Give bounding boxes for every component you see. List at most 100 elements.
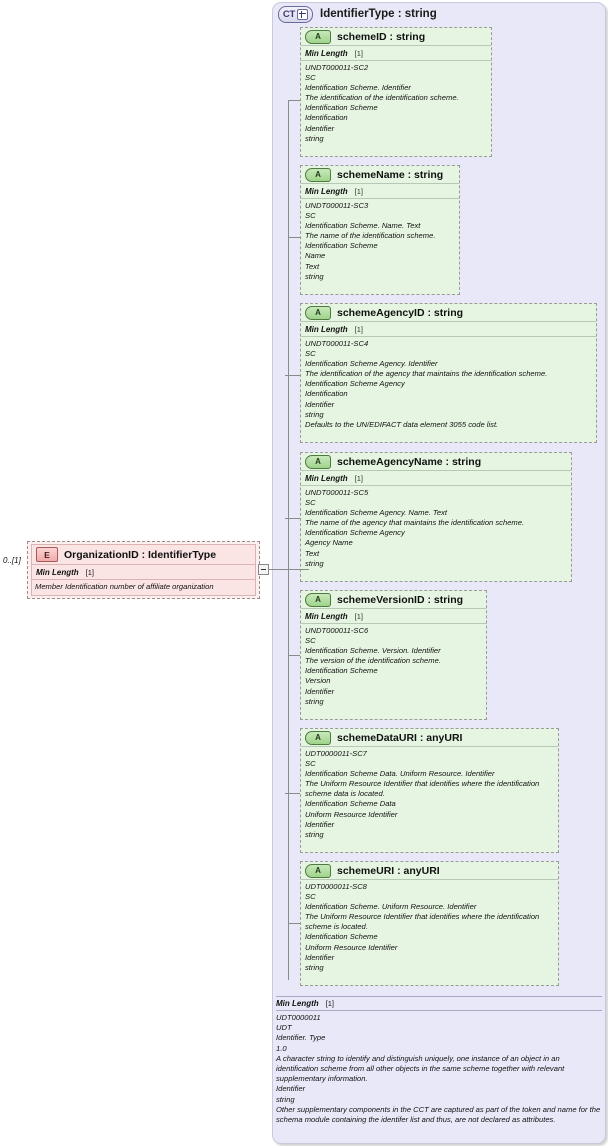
element-badge: E bbox=[36, 547, 58, 562]
doc-line: UNDT000011-SC2 bbox=[305, 63, 369, 72]
attribute-badge-label: A bbox=[315, 595, 321, 604]
doc-line: Identifier bbox=[305, 123, 335, 133]
doc-line: Agency Name bbox=[305, 538, 353, 548]
facet-name: Min Length bbox=[36, 567, 79, 577]
attribute-box-schemeagencyname[interactable]: A schemeAgencyName : string Min Length [… bbox=[300, 452, 572, 582]
attribute-badge-label: A bbox=[315, 308, 321, 317]
doc-line: string bbox=[305, 962, 324, 972]
doc-line: SC bbox=[305, 892, 316, 902]
facet-name: Min Length bbox=[305, 611, 348, 621]
expand-collapse-toggle[interactable] bbox=[258, 564, 269, 575]
doc-line: UDT0000011 bbox=[276, 1013, 321, 1022]
doc-line: Identification Scheme bbox=[305, 103, 378, 113]
doc-line: The identification of the agency that ma… bbox=[305, 369, 548, 379]
doc-line: Defaults to the UN/EDIFACT data element … bbox=[305, 419, 499, 429]
doc-line: Identification Scheme Agency. Name. Text bbox=[305, 508, 447, 518]
attribute-badge: A bbox=[305, 305, 331, 320]
attribute-box-schemedatauri[interactable]: A schemeDataURI : anyURI UDT0000011-SC7 … bbox=[300, 728, 559, 853]
doc-line: The identification of the identification… bbox=[305, 93, 459, 103]
doc-line: The Uniform Resource Identifier that ide… bbox=[305, 912, 540, 932]
attribute-header: A schemeVersionID : string bbox=[301, 591, 486, 609]
facet-value: [1] bbox=[354, 324, 363, 334]
attribute-title: schemeURI : anyURI bbox=[337, 864, 440, 877]
doc-line: Other supplementary components in the CC… bbox=[276, 1104, 601, 1125]
doc-line: The version of the identification scheme… bbox=[305, 656, 441, 666]
complex-type-title: IdentifierType : string bbox=[320, 8, 437, 20]
doc-line: Uniform Resource Identifier bbox=[305, 942, 398, 952]
attribute-badge-label: A bbox=[315, 32, 321, 41]
facet-name: Min Length bbox=[276, 999, 319, 1008]
doc-line: UNDT000011-SC5 bbox=[305, 488, 369, 497]
facet-value: [1] bbox=[354, 611, 363, 621]
attribute-box-schemeid[interactable]: A schemeID : string Min Length [1] UNDT0… bbox=[300, 27, 492, 157]
facet-name: Min Length bbox=[305, 48, 348, 58]
doc-line: Identification Scheme bbox=[305, 666, 378, 676]
doc-line: SC bbox=[305, 498, 316, 508]
doc-line: Identification Scheme bbox=[305, 241, 378, 251]
facet-value: [1] bbox=[354, 473, 363, 483]
attribute-title: schemeVersionID : string bbox=[337, 593, 464, 606]
attribute-header: A schemeDataURI : anyURI bbox=[301, 729, 558, 747]
attribute-title: schemeID : string bbox=[337, 30, 426, 43]
element-facet: Min Length [1] bbox=[32, 565, 255, 580]
doc-line: Identification Scheme Agency bbox=[305, 528, 405, 538]
doc-line: A character string to identify and disti… bbox=[276, 1053, 565, 1084]
attribute-documentation: UNDT000011-SC4 SC Identification Scheme … bbox=[301, 337, 596, 433]
attribute-header: A schemeAgencyID : string bbox=[301, 304, 596, 322]
complex-type-facet: Min Length [1] bbox=[276, 996, 602, 1011]
attribute-header: A schemeName : string bbox=[301, 166, 459, 184]
doc-line: Identification Scheme bbox=[305, 932, 378, 942]
attribute-box-schemeagencyid[interactable]: A schemeAgencyID : string Min Length [1]… bbox=[300, 303, 597, 443]
attribute-header: A schemeURI : anyURI bbox=[301, 862, 558, 880]
doc-line: Identification Scheme Agency. Identifier bbox=[305, 359, 438, 369]
doc-line: string bbox=[305, 558, 324, 568]
doc-line: Identification Scheme. Version. Identifi… bbox=[305, 646, 441, 656]
plus-icon[interactable] bbox=[297, 8, 309, 20]
doc-line: Text bbox=[305, 548, 320, 558]
doc-line: Identifier bbox=[305, 399, 335, 409]
doc-line: Identifier bbox=[276, 1084, 306, 1094]
element-box-organizationid[interactable]: E OrganizationID : IdentifierType Min Le… bbox=[31, 544, 256, 596]
attribute-title: schemeDataURI : anyURI bbox=[337, 731, 463, 744]
complex-type-badge[interactable]: CT bbox=[278, 5, 313, 23]
attribute-tree-trunk bbox=[288, 100, 289, 980]
attribute-badge-label: A bbox=[315, 457, 321, 466]
attribute-tree-stub bbox=[288, 100, 300, 101]
attribute-tree-stub bbox=[288, 655, 300, 656]
cardinality-label: 0..[1] bbox=[3, 556, 21, 565]
doc-line: string bbox=[305, 696, 324, 706]
attribute-title: schemeName : string bbox=[337, 168, 444, 181]
attribute-box-schemeuri[interactable]: A schemeURI : anyURI UDT0000011-SC8 SC I… bbox=[300, 861, 559, 986]
doc-line: Identifier bbox=[305, 952, 335, 962]
attribute-tree-stub bbox=[285, 375, 300, 376]
attribute-documentation: UNDT000011-SC3 SC Identification Scheme.… bbox=[301, 199, 459, 285]
attribute-badge: A bbox=[305, 167, 331, 182]
doc-line: Identification bbox=[305, 389, 348, 399]
doc-line: SC bbox=[305, 349, 316, 359]
attribute-badge: A bbox=[305, 863, 331, 878]
doc-line: Identifier bbox=[305, 819, 335, 829]
facet-value: [1] bbox=[354, 48, 363, 58]
doc-line: UDT bbox=[276, 1023, 292, 1033]
attribute-tree-stub bbox=[288, 923, 300, 924]
attribute-documentation: UDT0000011-SC7 SC Identification Scheme … bbox=[301, 747, 558, 843]
doc-line: UNDT000011-SC6 bbox=[305, 626, 369, 635]
facet-name: Min Length bbox=[305, 473, 348, 483]
attribute-title: schemeAgencyID : string bbox=[337, 306, 464, 319]
element-header: E OrganizationID : IdentifierType bbox=[32, 545, 255, 565]
facet-value: [1] bbox=[325, 999, 334, 1008]
attribute-documentation: UDT0000011-SC8 SC Identification Scheme.… bbox=[301, 880, 558, 976]
attribute-facet: Min Length [1] bbox=[301, 609, 486, 624]
doc-line: 1.0 bbox=[276, 1043, 287, 1053]
doc-line: Identification Scheme. Identifier bbox=[305, 83, 411, 93]
complex-type-header: CT IdentifierType : string bbox=[278, 5, 437, 23]
doc-line: string bbox=[305, 271, 324, 281]
attribute-badge: A bbox=[305, 592, 331, 607]
attribute-badge-label: A bbox=[315, 733, 321, 742]
doc-line: Text bbox=[305, 261, 320, 271]
attribute-box-schemeversionid[interactable]: A schemeVersionID : string Min Length [1… bbox=[300, 590, 487, 720]
doc-line: SC bbox=[305, 759, 316, 769]
doc-line: Uniform Resource Identifier bbox=[305, 809, 398, 819]
attribute-box-schemename[interactable]: A schemeName : string Min Length [1] UND… bbox=[300, 165, 460, 295]
facet-name: Min Length bbox=[305, 186, 348, 196]
